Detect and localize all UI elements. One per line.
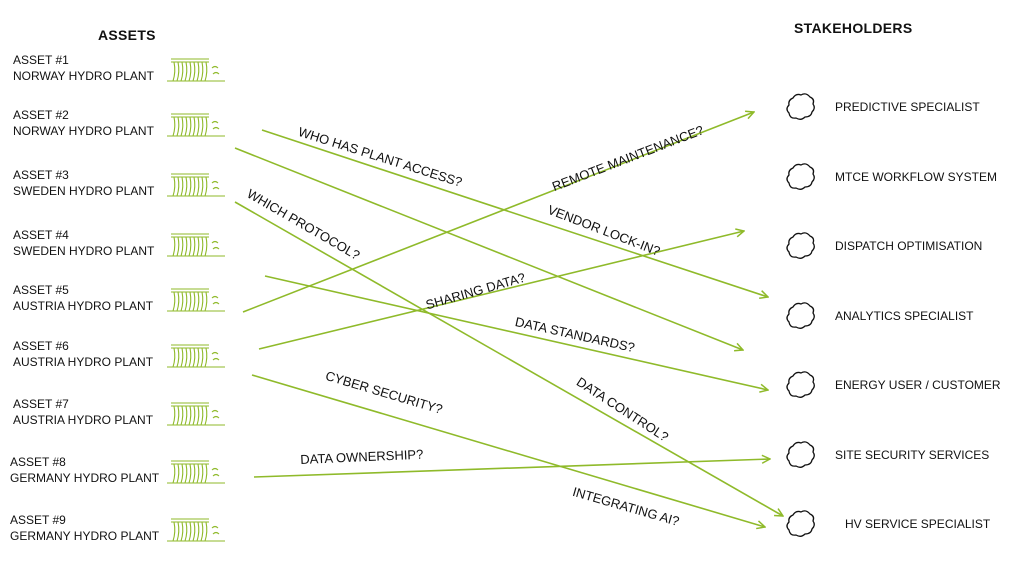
hydro-plant-icon <box>165 109 227 139</box>
asset-name: NORWAY HYDRO PLANT <box>13 69 154 83</box>
asset-label: ASSET #4 SWEDEN HYDRO PLANT <box>13 227 154 259</box>
asset-id: ASSET #7 <box>13 397 69 411</box>
asset-id: ASSET #2 <box>13 108 69 122</box>
asset-name: AUSTRIA HYDRO PLANT <box>13 413 154 427</box>
stakeholders-header: STAKEHOLDERS <box>794 20 913 36</box>
stakeholder-label: ENERGY USER / CUSTOMER <box>835 378 1001 392</box>
assets-header: ASSETS <box>98 27 156 43</box>
cloud-icon <box>784 229 818 263</box>
asset-name: SWEDEN HYDRO PLANT <box>13 244 155 258</box>
cloud-icon <box>784 368 818 402</box>
cloud-icon <box>784 160 818 194</box>
stakeholder-label: ANALYTICS SPECIALIST <box>835 309 974 323</box>
line-data-standards <box>264 275 768 390</box>
asset-label: ASSET #3 SWEDEN HYDRO PLANT <box>13 167 154 199</box>
asset-id: ASSET #1 <box>13 53 69 67</box>
hydro-plant-icon <box>165 340 227 370</box>
hydro-plant-icon <box>165 54 227 84</box>
hydro-plant-icon <box>165 284 227 314</box>
asset-name: AUSTRIA HYDRO PLANT <box>13 355 154 369</box>
asset-name: GERMANY HYDRO PLANT <box>10 471 160 485</box>
hydro-plant-icon <box>165 398 227 428</box>
asset-id: ASSET #6 <box>13 339 69 353</box>
line-which-protocol <box>234 201 783 516</box>
asset-id: ASSET #8 <box>10 455 66 469</box>
hydro-plant-icon <box>165 229 227 259</box>
stakeholder-label: HV SERVICE SPECIALIST <box>845 517 991 531</box>
stakeholder-label: PREDICTIVE SPECIALIST <box>835 100 980 114</box>
cloud-icon <box>784 299 818 333</box>
asset-label: ASSET #8 GERMANY HYDRO PLANT <box>10 454 159 486</box>
asset-name: AUSTRIA HYDRO PLANT <box>13 299 154 313</box>
stakeholder-label: MTCE WORKFLOW SYSTEM <box>835 170 997 184</box>
asset-id: ASSET #4 <box>13 228 69 242</box>
asset-label: ASSET #1 NORWAY HYDRO PLANT <box>13 52 154 84</box>
asset-label: ASSET #6 AUSTRIA HYDRO PLANT <box>13 338 153 370</box>
asset-name: GERMANY HYDRO PLANT <box>10 529 160 543</box>
asset-name: NORWAY HYDRO PLANT <box>13 124 154 138</box>
asset-name: SWEDEN HYDRO PLANT <box>13 184 155 198</box>
line-remote-maintenance <box>242 112 754 313</box>
line-cyber-security <box>251 374 765 527</box>
cloud-icon <box>784 507 818 541</box>
asset-label: ASSET #9 GERMANY HYDRO PLANT <box>10 512 159 544</box>
hydro-plant-icon <box>165 169 227 199</box>
stakeholder-label: DISPATCH OPTIMISATION <box>835 239 983 253</box>
hydro-plant-icon <box>165 456 227 486</box>
asset-label: ASSET #7 AUSTRIA HYDRO PLANT <box>13 396 153 428</box>
line-who-has-plant-access <box>261 129 768 297</box>
asset-id: ASSET #9 <box>10 513 66 527</box>
cloud-icon <box>784 438 818 472</box>
stakeholder-label: SITE SECURITY SERVICES <box>835 448 990 462</box>
asset-id: ASSET #3 <box>13 168 69 182</box>
asset-id: ASSET #5 <box>13 283 69 297</box>
asset-label: ASSET #5 AUSTRIA HYDRO PLANT <box>13 282 153 314</box>
line-vendor-lock-in <box>234 147 743 350</box>
hydro-plant-icon <box>165 514 227 544</box>
line-data-ownership <box>253 459 770 478</box>
asset-label: ASSET #2 NORWAY HYDRO PLANT <box>13 107 154 139</box>
cloud-icon <box>784 90 818 124</box>
line-sharing-data <box>258 231 744 350</box>
